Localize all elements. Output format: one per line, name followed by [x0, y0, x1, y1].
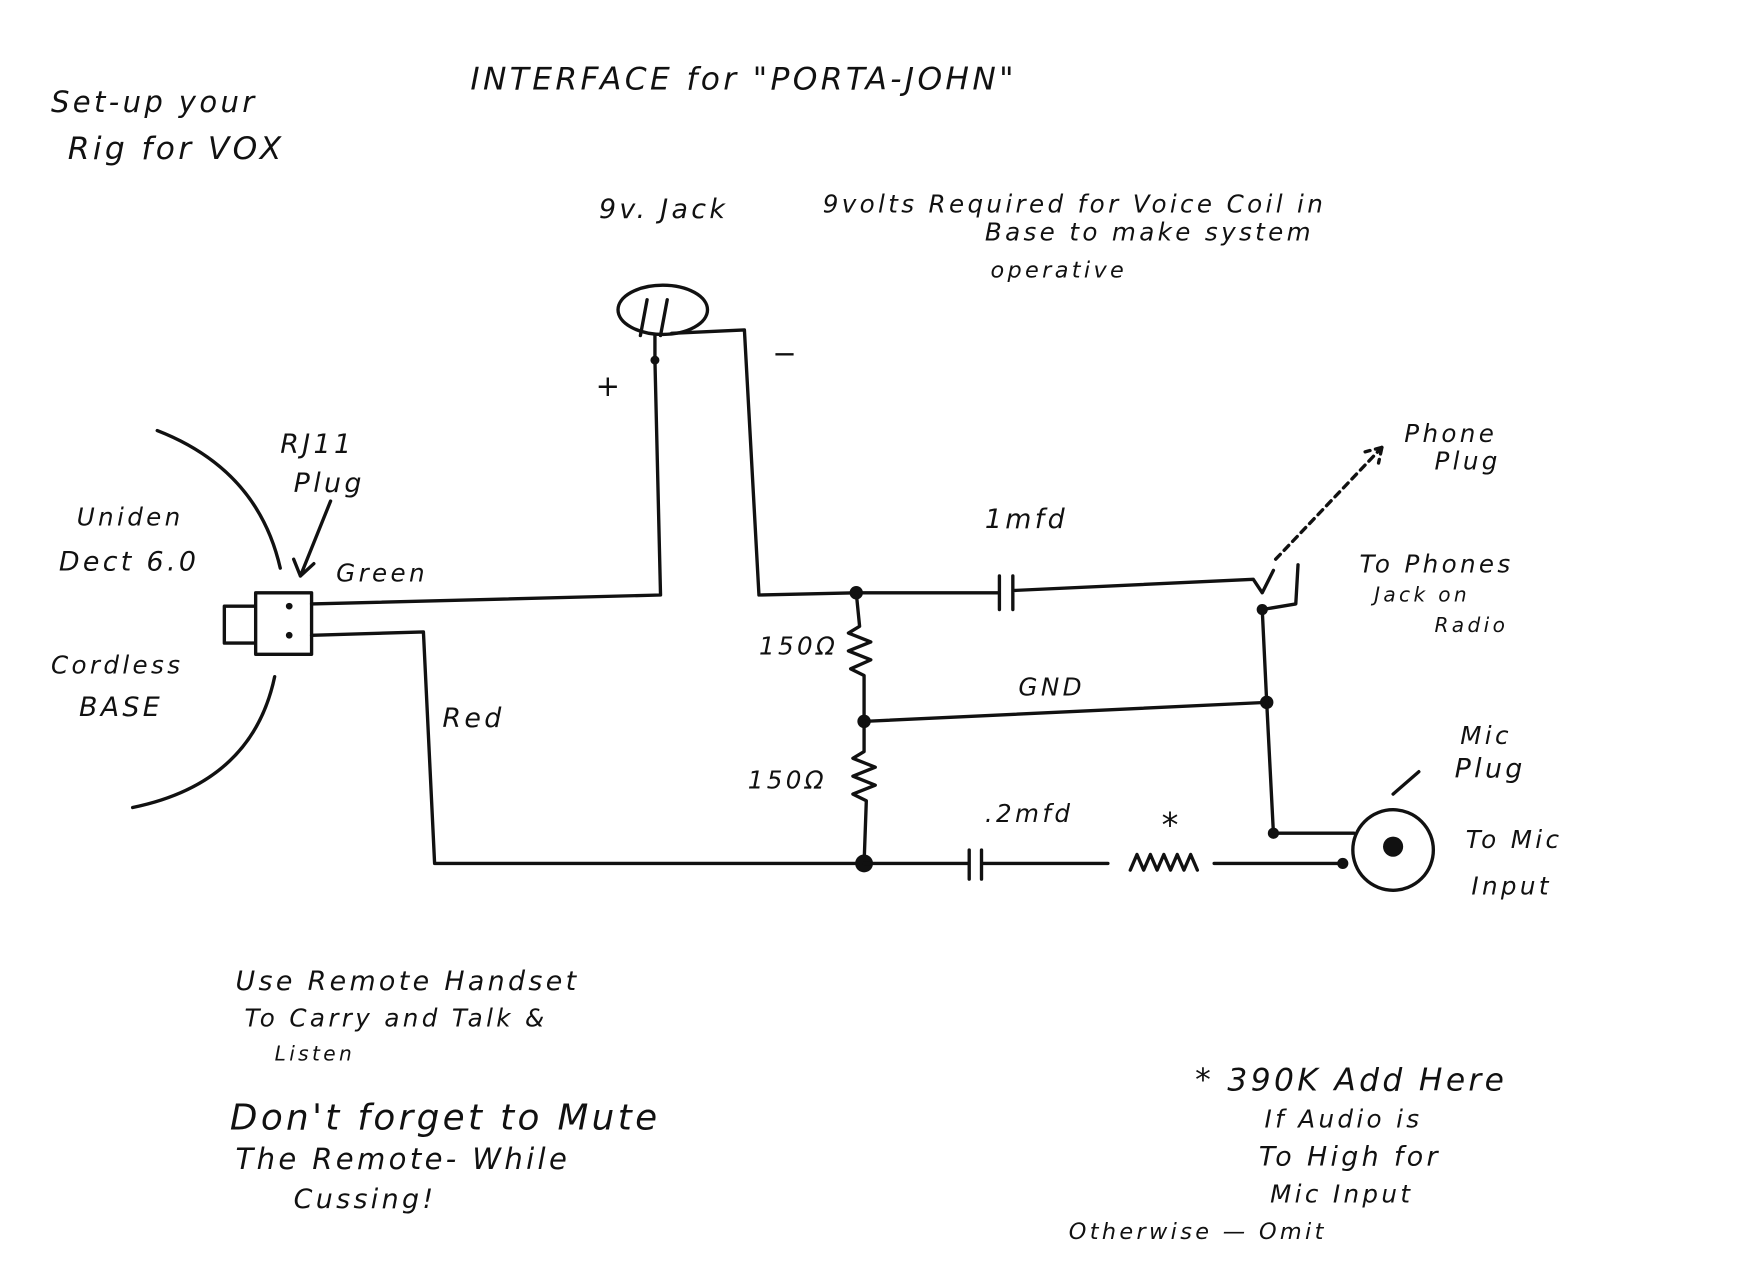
rj11-plug-icon [222, 591, 314, 656]
battery-note-line3: operative [990, 257, 1127, 283]
mic-plug-label-line1: Mic [1460, 721, 1512, 750]
phone-plug-wire [1260, 563, 1356, 835]
resistor-note-line5: Otherwise — Omit [1069, 1219, 1327, 1245]
base-label-line2: Dect 6.0 [59, 546, 199, 577]
mic-plug-pointer [1391, 770, 1421, 796]
diagram-title: INTERFACE for "PORTA-JOHN" [470, 61, 1016, 97]
mic-dest-line1: To Mic [1466, 825, 1563, 854]
mute-note-line1: Don't forget to Mute [230, 1098, 661, 1139]
green-wire [309, 358, 663, 606]
negative-wire [670, 328, 858, 597]
handset-note-line3: Listen [275, 1041, 355, 1065]
mic-plug-label-line2: Plug [1455, 753, 1526, 784]
rj11-label-line2: Plug [294, 468, 365, 499]
red-wire-label: Red [442, 703, 504, 734]
phone-dest-line3: Radio [1434, 613, 1508, 637]
green-wire-label: Green [336, 559, 428, 588]
base-label-line3: Cordless [51, 650, 183, 679]
phone-plug-arrow-icon [1273, 445, 1384, 561]
capacitor-1mfd [854, 568, 1276, 612]
handset-note-line1: Use Remote Handset [236, 966, 580, 997]
plus-label: + [596, 369, 624, 403]
resistor-note-line1: * 390K Add Here [1195, 1062, 1507, 1098]
resistor-r2 [851, 719, 877, 866]
ground-wire [862, 700, 1269, 724]
resistor-r1 [846, 591, 873, 724]
resistor-note-line4: Mic Input [1270, 1179, 1413, 1208]
base-label-line4: BASE [79, 692, 163, 723]
battery-jack-label: 9v. Jack [599, 194, 728, 225]
base-curve-bottom [130, 674, 277, 810]
cap2-label: .2mfd [985, 799, 1073, 828]
battery-jack-icon [616, 283, 710, 337]
minus-label: − [772, 336, 800, 370]
rj11-label-line1: RJ11 [280, 429, 354, 460]
phone-dest-line1: To Phones [1360, 550, 1514, 579]
mute-note-line3: Cussing! [294, 1184, 437, 1215]
base-label-line1: Uniden [77, 503, 184, 532]
red-wire [309, 630, 866, 866]
base-curve-top [155, 428, 282, 570]
battery-note-line1: 9volts Required for Voice Coil in [823, 190, 1327, 219]
phone-plug-label-line2: Plug [1434, 447, 1500, 476]
mic-plug-icon [1351, 808, 1436, 892]
capacitor-2mfd-and-resistor [862, 848, 1345, 881]
star-marker: * [1162, 806, 1182, 845]
setup-note-line1: Set-up your [51, 85, 258, 119]
r1-label: 150Ω [759, 631, 838, 660]
resistor-note-line2: If Audio is [1264, 1104, 1422, 1133]
setup-note-line2: Rig for VOX [68, 131, 285, 167]
gnd-label: GND [1018, 673, 1084, 702]
mute-note-line2: The Remote- While [236, 1142, 571, 1176]
mic-dest-line2: Input [1471, 872, 1551, 901]
resistor-note-line3: To High for [1259, 1141, 1441, 1172]
cap1-label: 1mfd [985, 504, 1068, 535]
phone-plug-label-line1: Phone [1404, 419, 1497, 448]
r2-label: 150Ω [748, 765, 827, 794]
rj11-arrow-icon [292, 499, 333, 578]
battery-note-line2: Base to make system [985, 217, 1314, 246]
handset-note-line2: To Carry and Talk & [244, 1004, 547, 1033]
phone-dest-line2: Jack on [1370, 583, 1470, 607]
